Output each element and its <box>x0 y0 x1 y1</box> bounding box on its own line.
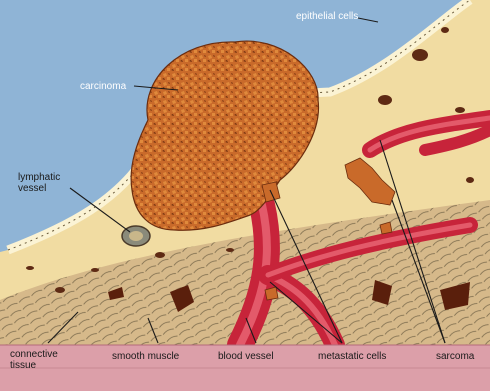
label-lymphatic-vessel: lymphatic vessel <box>18 172 60 194</box>
label-epithelial-cells: epithelial cells <box>296 11 358 22</box>
label-carcinoma: carcinoma <box>80 81 126 92</box>
label-metastatic-cells: metastatic cells <box>318 351 386 362</box>
label-blood-vessel: blood vessel <box>218 351 274 362</box>
label-sarcoma: sarcoma <box>436 351 474 362</box>
label-smooth-muscle: smooth muscle <box>112 351 179 362</box>
label-connective-tissue: connective tissue <box>10 349 58 371</box>
